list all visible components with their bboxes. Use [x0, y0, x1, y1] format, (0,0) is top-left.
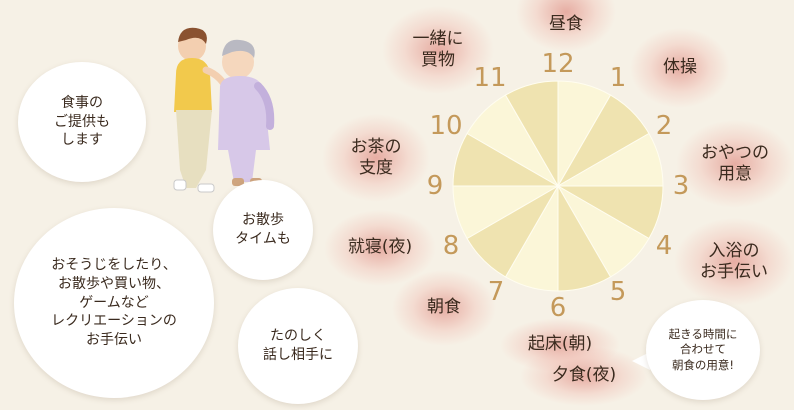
- note-breakfast-timing-text: 起きる時間に 合わせて 朝食の用意!: [668, 326, 738, 372]
- activity-exercise-label: 体操: [663, 57, 697, 78]
- note-bubble-tail: [632, 352, 650, 370]
- clock-number-11: 11: [473, 63, 507, 93]
- clock-number-8: 8: [442, 231, 460, 261]
- bubble-housework: おそうじをしたり、 お散歩や買い物、 ゲームなど レクリエーションの お手伝い: [14, 208, 214, 398]
- activity-tea-prep: お茶の 支度: [322, 114, 430, 202]
- bubble-meal-service: 食事の ご提供も します: [18, 62, 146, 182]
- bubble-conversation: たのしく 話し相手に: [238, 288, 358, 404]
- clock-number-10: 10: [429, 111, 463, 141]
- activity-bedtime-label: 就寝(夜): [347, 237, 413, 258]
- clock-number-6: 6: [549, 293, 567, 323]
- bubble-conversation-text: たのしく 話し相手に: [263, 328, 333, 363]
- clock-number-4: 4: [655, 231, 673, 261]
- bubble-walk-time: お散歩 タイムも: [213, 180, 313, 280]
- caregiver-figure: [173, 27, 232, 193]
- clock-segment: [504, 80, 559, 188]
- activity-bedtime: 就寝(夜): [324, 210, 436, 286]
- activity-exercise: 体操: [630, 28, 730, 108]
- activity-snack: おやつの 用意: [676, 120, 794, 208]
- bubble-housework-text: おそうじをしたり、 お散歩や買い物、 ゲームなど レクリエーションの お手伝い: [51, 256, 177, 349]
- activity-breakfast: 朝食: [392, 270, 496, 346]
- clock-number-1: 1: [609, 63, 627, 93]
- activity-snack-label: おやつの 用意: [701, 142, 769, 184]
- activity-dinner: 夕食(夜): [520, 346, 648, 406]
- note-breakfast-timing: 起きる時間に 合わせて 朝食の用意!: [646, 300, 760, 400]
- activity-shopping-label: 一緒に 買物: [412, 28, 464, 70]
- clock-number-5: 5: [609, 277, 627, 307]
- activity-shopping: 一緒に 買物: [382, 6, 494, 94]
- elderly-woman-figure: [218, 39, 275, 186]
- clock-number-2: 2: [655, 111, 673, 141]
- activity-breakfast-label: 朝食: [427, 297, 461, 318]
- activity-bath: 入浴の お手伝い: [674, 218, 794, 306]
- activity-bath-label: 入浴の お手伝い: [700, 240, 768, 282]
- activity-dinner-label: 夕食(夜): [551, 365, 617, 386]
- clock-number-9: 9: [426, 171, 444, 201]
- bubble-meal-service-text: 食事の ご提供も します: [54, 94, 110, 149]
- clock-number-12: 12: [541, 49, 575, 79]
- clock-number-3: 3: [672, 171, 690, 201]
- activity-tea-prep-label: お茶の 支度: [350, 136, 402, 178]
- clock-number-7: 7: [487, 277, 505, 307]
- bubble-walk-time-text: お散歩 タイムも: [235, 212, 291, 247]
- activity-lunch-label: 昼食: [549, 14, 583, 35]
